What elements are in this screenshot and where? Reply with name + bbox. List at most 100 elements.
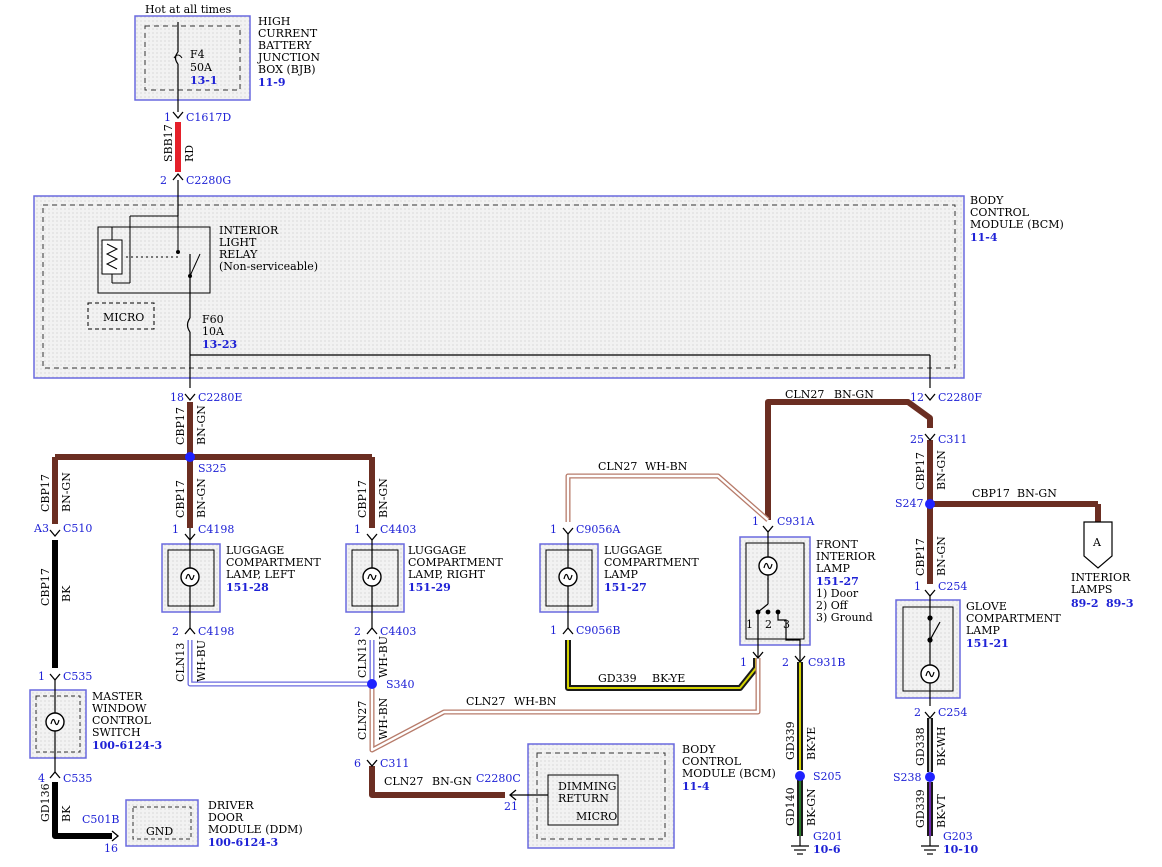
- cbp17-c254-circuit: CBP17: [914, 538, 927, 576]
- front-lamp-sw-2: 2: [765, 618, 772, 631]
- c9056a-name: C9056A: [576, 523, 621, 536]
- cln13-r-circuit: CLN13: [356, 639, 369, 678]
- g201-ref: 10-6: [813, 843, 841, 856]
- relay-micro-box: [87, 302, 155, 330]
- relay-box: [97, 215, 211, 294]
- gd136-color: BK: [60, 805, 73, 822]
- cln27-top-color: BN-GN: [834, 388, 874, 401]
- c254-1-pin: 1: [914, 580, 921, 593]
- c4403-1-name: C4403: [380, 523, 416, 536]
- bjb-fuse: F4: [190, 48, 205, 61]
- c4198-1-pin: 1: [172, 523, 179, 536]
- front-lamp-ref: 151-27: [816, 575, 859, 588]
- cln27-mid-circuit: CLN27: [466, 695, 505, 708]
- s238-dot: [925, 772, 935, 782]
- lamp-right-icon: [362, 567, 382, 587]
- cln27-bot-color: BN-GN: [432, 775, 472, 788]
- cbp17-r-color: BN-GN: [377, 478, 390, 518]
- s325-dot: [185, 452, 195, 462]
- f60-rating: 10A: [202, 325, 225, 338]
- bcm2-name-3: MODULE (BCM): [682, 767, 776, 780]
- lamp-left-name-3: LAMP, LEFT: [226, 568, 296, 581]
- c254-2-name: C254: [938, 706, 967, 719]
- c4198-2-name: C4198: [198, 625, 234, 638]
- glove-lamp-name-1: GLOVE: [966, 600, 1007, 613]
- splice-dots: [185, 452, 935, 782]
- cln13-l-color: WH-BU: [195, 640, 208, 682]
- cbp17-lamps-circuit: CBP17: [972, 487, 1010, 500]
- c510-name: C510: [63, 522, 92, 535]
- glove-switch-icon: [927, 615, 941, 643]
- c1617d-name: C1617D: [186, 111, 231, 124]
- glove-lamp-name-2: COMPARTMENT: [966, 612, 1061, 625]
- cln13-r-color: WH-BU: [377, 636, 390, 678]
- c931b-pin2: 2: [782, 656, 789, 669]
- cbp17-l-circuit: CBP17: [39, 474, 52, 512]
- bcm-box: [33, 195, 965, 379]
- gd339-bkye-circuit: GD339: [598, 672, 637, 685]
- bcm2-name-1: BODY: [682, 743, 716, 756]
- bjb-name-2: CURRENT: [258, 27, 318, 40]
- ground-icons: [791, 836, 939, 855]
- s205-dot: [795, 771, 805, 781]
- ddm-ref1: 100-6: [208, 836, 244, 849]
- gd338-color: BK-WH: [935, 726, 948, 766]
- interior-lamps-connector-icon: [1083, 521, 1113, 569]
- g201-name: G201: [813, 830, 843, 843]
- bcm2-dimming-1: DIMMING: [558, 780, 616, 793]
- cln13-l-circuit: CLN13: [174, 643, 187, 682]
- bcm-ref: 11-4: [970, 231, 998, 244]
- bjb-name-4: JUNCTION: [257, 51, 320, 64]
- relay-name-1: INTERIOR: [219, 224, 279, 237]
- c535-4-pin: 4: [38, 772, 45, 785]
- c311-top-name: C311: [938, 433, 967, 446]
- front-lamp-sw-1: 1: [746, 618, 753, 631]
- cln27-luggage-circuit: CLN27: [598, 460, 637, 473]
- fuse-f4-icon: [173, 54, 183, 59]
- mwcs-ref1: 100-6: [92, 739, 128, 752]
- cbp17-e-circuit: CBP17: [174, 407, 187, 445]
- top-note: Hot at all times: [145, 3, 232, 16]
- c535-1-name: C535: [63, 670, 92, 683]
- gd338-circuit: GD338: [914, 727, 927, 766]
- wires: [52, 22, 1101, 839]
- lamp-luggage-name-3: LAMP: [604, 568, 639, 581]
- bcm-name-3: MODULE (BCM): [970, 218, 1064, 231]
- c1617d-pin: 1: [164, 111, 171, 124]
- relay-name-3: RELAY: [219, 248, 258, 261]
- bjb-ref: 13-1: [190, 74, 218, 87]
- ddm-box: [125, 799, 199, 847]
- s205-label: S205: [813, 770, 842, 783]
- gd140-color: BK-GN: [805, 788, 818, 826]
- bcm2-name-2: CONTROL: [682, 755, 742, 768]
- sbb17-color: RD: [183, 145, 196, 162]
- c2280g-pin: 2: [160, 174, 167, 187]
- lamp-left-name-2: COMPARTMENT: [226, 556, 321, 569]
- cln27-bot-circuit: CLN27: [384, 775, 423, 788]
- glove-lamp-name-3: LAMP: [966, 624, 1001, 637]
- lamp-left-ref: 151-28: [226, 581, 269, 594]
- c535-4-name: C535: [63, 772, 92, 785]
- f60-ref: 13-23: [202, 338, 237, 351]
- relay-name-4: (Non-serviceable): [219, 260, 318, 273]
- lamp-right-name-2: COMPARTMENT: [408, 556, 503, 569]
- s238-label: S238: [893, 771, 922, 784]
- bjb-box: [134, 15, 251, 101]
- cbp17-s247-circuit: CBP17: [914, 452, 927, 490]
- bjb-name-1: HIGH: [258, 15, 290, 28]
- bjb-rating: 50A: [190, 61, 213, 74]
- bcm2-box: [527, 743, 675, 849]
- c2280c-pin: 21: [504, 800, 518, 813]
- c931b-wire-color: BK-YE: [805, 727, 818, 760]
- c931a-pin: 1: [752, 515, 759, 528]
- s325-label: S325: [198, 462, 227, 475]
- gd339-bkye-color: BK-YE: [652, 672, 685, 685]
- cbp17-r-circuit: CBP17: [356, 480, 369, 518]
- front-lamp-name-2: INTERIOR: [816, 550, 876, 563]
- g203-ref: 10-10: [943, 843, 979, 856]
- ddm-ref2: 124-3: [243, 836, 278, 849]
- front-lamp-pos-1: 1) Door: [816, 587, 859, 600]
- c4403-1-pin: 1: [354, 523, 361, 536]
- mwcs-lamp-icon: [45, 712, 65, 732]
- cln27-luggage-color: WH-BN: [645, 460, 688, 473]
